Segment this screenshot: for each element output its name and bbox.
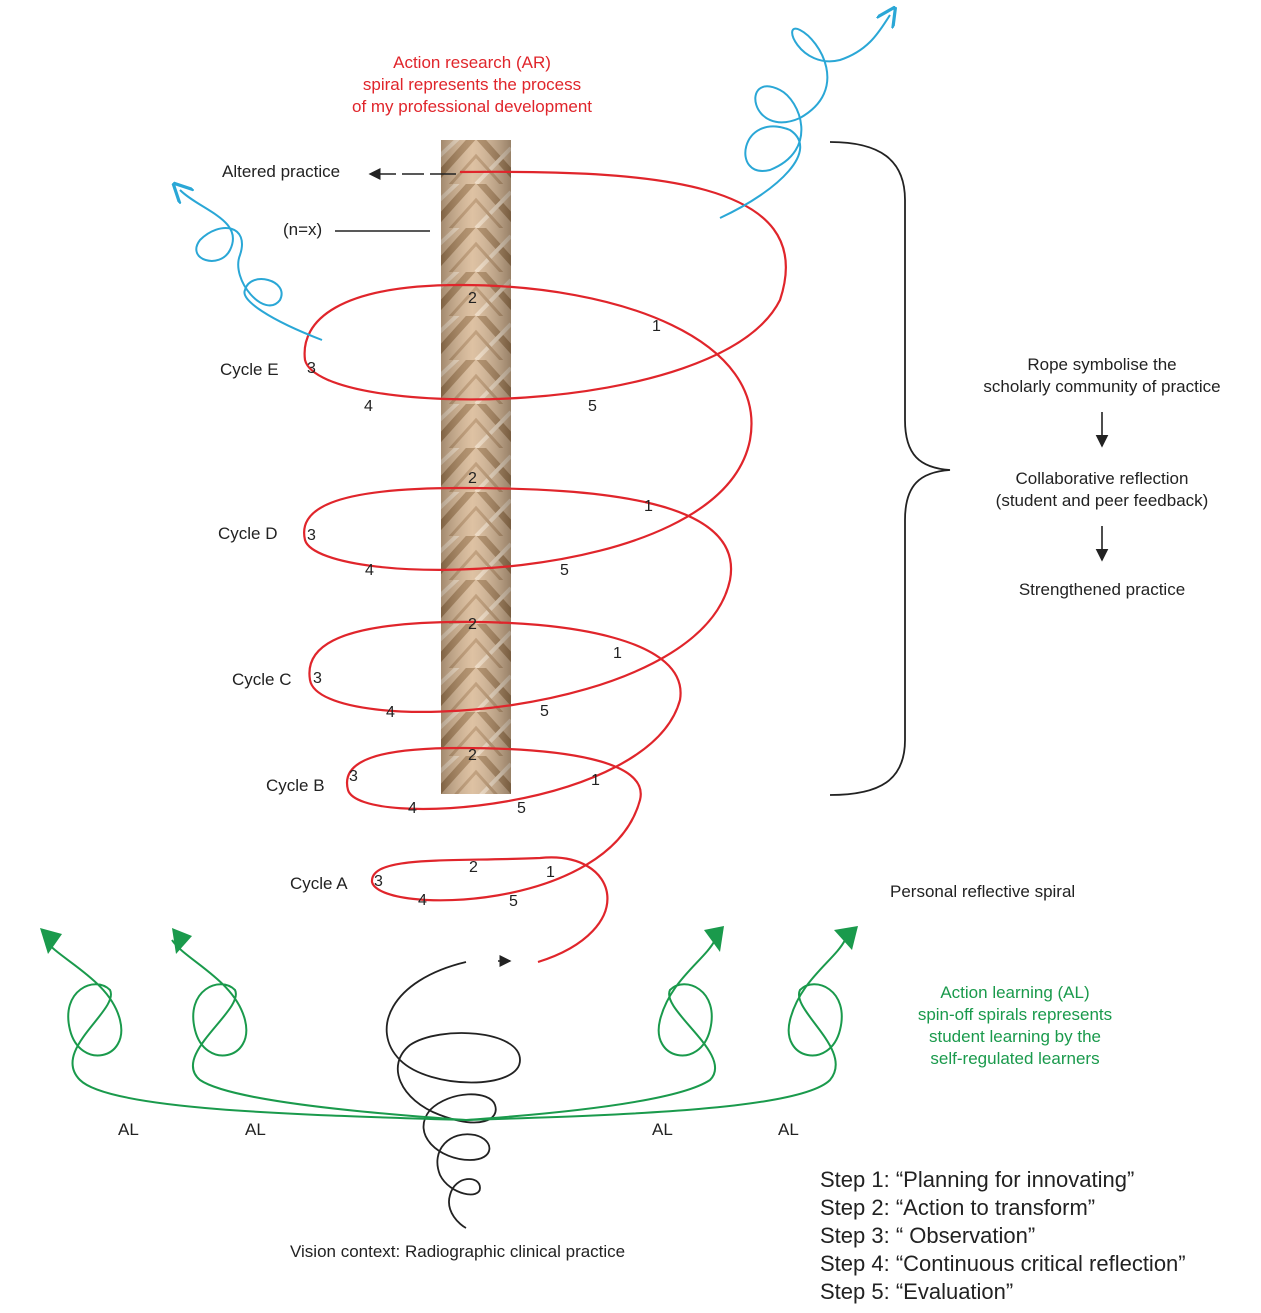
cycle-b-label: Cycle B xyxy=(266,776,325,796)
al-label-1: AL xyxy=(118,1120,139,1140)
rope-line-2: scholarly community of practice xyxy=(983,376,1220,398)
al-label-3: AL xyxy=(652,1120,673,1140)
vision-context-label: Vision context: Radiographic clinical pr… xyxy=(290,1242,625,1262)
cycle-d-step-4: 4 xyxy=(365,562,374,580)
al-label-4: AL xyxy=(778,1120,799,1140)
cycle-c-step-2: 2 xyxy=(468,616,477,634)
cycle-a-step-4: 4 xyxy=(418,892,427,910)
collaborative-reflection-text: Collaborative reflection (student and pe… xyxy=(996,468,1209,512)
cycle-b-step-3: 3 xyxy=(349,768,358,786)
n-equals-x-label: (n=x) xyxy=(283,220,322,240)
al-arrowheads xyxy=(40,926,858,954)
cycle-c-step-1: 1 xyxy=(613,645,622,663)
al-line-1: Action learning (AL) xyxy=(918,982,1112,1004)
al-line-3: student learning by the xyxy=(918,1026,1112,1048)
cycle-d-step-1: 1 xyxy=(644,498,653,516)
cycle-a-step-2: 2 xyxy=(469,859,478,877)
cycle-b-step-4: 4 xyxy=(408,800,417,818)
ar-title-line-1: Action research (AR) xyxy=(352,52,592,74)
step-1: Step 1: “Planning for innovating” xyxy=(820,1166,1186,1194)
al-label-2: AL xyxy=(245,1120,266,1140)
steps-list: Step 1: “Planning for innovating” Step 2… xyxy=(820,1166,1186,1306)
cycle-e-step-3: 3 xyxy=(307,360,316,378)
cycle-c-step-4: 4 xyxy=(386,704,395,722)
ar-title: Action research (AR) spiral represents t… xyxy=(352,52,592,118)
cycle-d-step-2: 2 xyxy=(468,470,477,488)
ar-title-line-3: of my professional development xyxy=(352,96,592,118)
cycle-a-label: Cycle A xyxy=(290,874,348,894)
al-line-4: self-regulated learners xyxy=(918,1048,1112,1070)
ar-spiral xyxy=(304,172,786,962)
step-5: Step 5: “Evaluation” xyxy=(820,1278,1186,1306)
vision-spiral xyxy=(387,962,520,1228)
cycle-c-step-5: 5 xyxy=(540,703,549,721)
rope xyxy=(441,140,511,794)
collab-line-1: Collaborative reflection xyxy=(996,468,1209,490)
personal-reflective-spiral-label: Personal reflective spiral xyxy=(890,882,1075,902)
strengthened-practice-text: Strengthened practice xyxy=(1019,580,1185,600)
cycle-b-step-1: 1 xyxy=(591,772,600,790)
collab-line-2: (student and peer feedback) xyxy=(996,490,1209,512)
rope-symbolise-text: Rope symbolise the scholarly community o… xyxy=(983,354,1220,398)
al-description: Action learning (AL) spin-off spirals re… xyxy=(918,982,1112,1070)
brace xyxy=(830,142,950,795)
al-line-2: spin-off spirals represents xyxy=(918,1004,1112,1026)
step-3: Step 3: “ Observation” xyxy=(820,1222,1186,1250)
step-2: Step 2: “Action to transform” xyxy=(820,1194,1186,1222)
altered-practice-label: Altered practice xyxy=(222,162,340,182)
cycle-c-step-3: 3 xyxy=(313,670,322,688)
cycle-e-step-4: 4 xyxy=(364,398,373,416)
cycle-e-step-1: 1 xyxy=(652,318,661,336)
spinoff-spiral-top-left xyxy=(180,190,322,340)
cycle-e-step-2: 2 xyxy=(468,290,477,308)
cycle-a-step-3: 3 xyxy=(374,873,383,891)
cycle-a-step-1: 1 xyxy=(546,864,555,882)
cycle-b-step-5: 5 xyxy=(517,800,526,818)
al-spirals xyxy=(45,940,845,1120)
spinoff-spiral-top-right xyxy=(720,15,890,218)
step-4: Step 4: “Continuous critical reflection” xyxy=(820,1250,1186,1278)
ar-title-line-2: spiral represents the process xyxy=(352,74,592,96)
cycle-b-step-2: 2 xyxy=(468,747,477,765)
cycle-d-label: Cycle D xyxy=(218,524,278,544)
cycle-a-step-5: 5 xyxy=(509,893,518,911)
cycle-e-step-5: 5 xyxy=(588,398,597,416)
cycle-c-label: Cycle C xyxy=(232,670,292,690)
cycle-d-step-5: 5 xyxy=(560,562,569,580)
cycle-d-step-3: 3 xyxy=(307,527,316,545)
cycle-e-label: Cycle E xyxy=(220,360,279,380)
rope-line-1: Rope symbolise the xyxy=(983,354,1220,376)
